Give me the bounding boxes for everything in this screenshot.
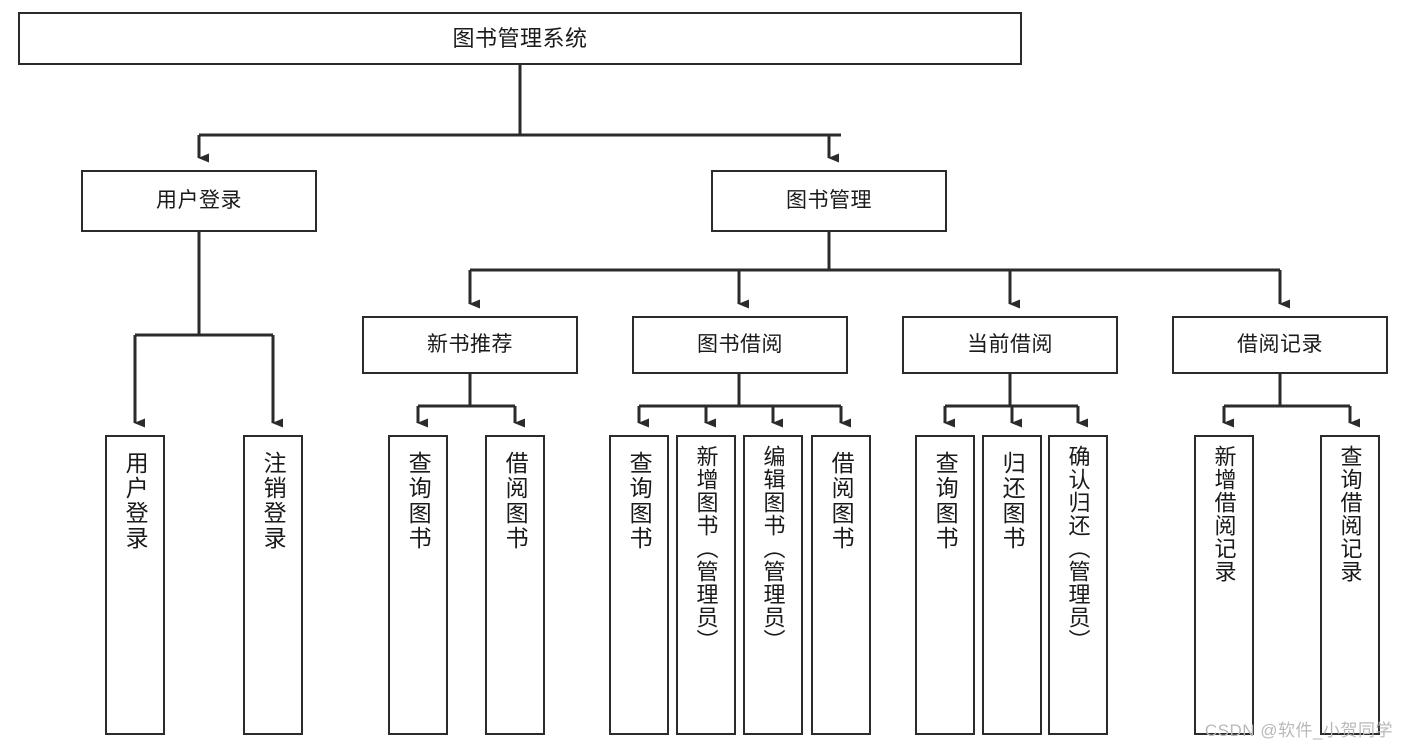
node-root-label: 图书管理系统 <box>452 25 588 51</box>
node-book-borrow-label: 图书借阅 <box>697 332 783 356</box>
node-leaf-user-login-label: 用户登录 <box>122 451 149 551</box>
node-leaf-query-book-3-label: 查询图书 <box>932 451 959 551</box>
node-new-book-recommend-label: 新书推荐 <box>427 332 513 356</box>
node-leaf-query-record-label: 查询借阅记录 <box>1337 445 1363 583</box>
node-leaf-borrow-book-2-label: 借阅图书 <box>828 451 855 551</box>
node-book-borrow[interactable]: 图书借阅 <box>632 316 848 374</box>
node-leaf-query-book-2-label: 查询图书 <box>626 451 653 551</box>
node-borrow-record-label: 借阅记录 <box>1237 332 1323 356</box>
node-leaf-query-book-1[interactable]: 查询图书 <box>388 435 448 735</box>
node-leaf-add-record[interactable]: 新增借阅记录 <box>1194 435 1254 735</box>
node-leaf-confirm-return[interactable]: 确认归还（管理员） <box>1048 435 1108 735</box>
node-leaf-query-book-3[interactable]: 查询图书 <box>915 435 975 735</box>
node-leaf-borrow-book-2[interactable]: 借阅图书 <box>811 435 871 735</box>
node-new-book-recommend[interactable]: 新书推荐 <box>362 316 578 374</box>
node-leaf-logout-login-label: 注销登录 <box>260 451 287 551</box>
node-leaf-edit-book-label: 编辑图书（管理员） <box>760 445 786 652</box>
node-user-login-label: 用户登录 <box>156 188 242 212</box>
node-leaf-edit-book[interactable]: 编辑图书（管理员） <box>743 435 803 735</box>
node-leaf-confirm-return-label: 确认归还（管理员） <box>1065 445 1091 652</box>
node-leaf-borrow-book-1[interactable]: 借阅图书 <box>485 435 545 735</box>
node-current-borrow-label: 当前借阅 <box>967 332 1053 356</box>
node-book-manage-label: 图书管理 <box>786 188 872 212</box>
node-root-book-management-system[interactable]: 图书管理系统 <box>18 12 1022 65</box>
node-borrow-record[interactable]: 借阅记录 <box>1172 316 1388 374</box>
node-leaf-add-book[interactable]: 新增图书（管理员） <box>676 435 736 735</box>
node-user-login[interactable]: 用户登录 <box>81 170 317 232</box>
node-leaf-add-book-label: 新增图书（管理员） <box>693 445 719 652</box>
node-leaf-return-book-label: 归还图书 <box>999 451 1026 551</box>
node-leaf-query-book-1-label: 查询图书 <box>405 451 432 551</box>
node-leaf-add-record-label: 新增借阅记录 <box>1211 445 1237 583</box>
watermark-text: CSDN @软件_小贺同学 <box>1204 721 1393 740</box>
node-book-manage[interactable]: 图书管理 <box>711 170 947 232</box>
node-leaf-user-login[interactable]: 用户登录 <box>105 435 165 735</box>
node-current-borrow[interactable]: 当前借阅 <box>902 316 1118 374</box>
node-leaf-query-book-2[interactable]: 查询图书 <box>609 435 669 735</box>
node-leaf-logout-login[interactable]: 注销登录 <box>243 435 303 735</box>
node-leaf-borrow-book-1-label: 借阅图书 <box>502 451 529 551</box>
node-leaf-query-record[interactable]: 查询借阅记录 <box>1320 435 1380 735</box>
node-leaf-return-book[interactable]: 归还图书 <box>982 435 1042 735</box>
